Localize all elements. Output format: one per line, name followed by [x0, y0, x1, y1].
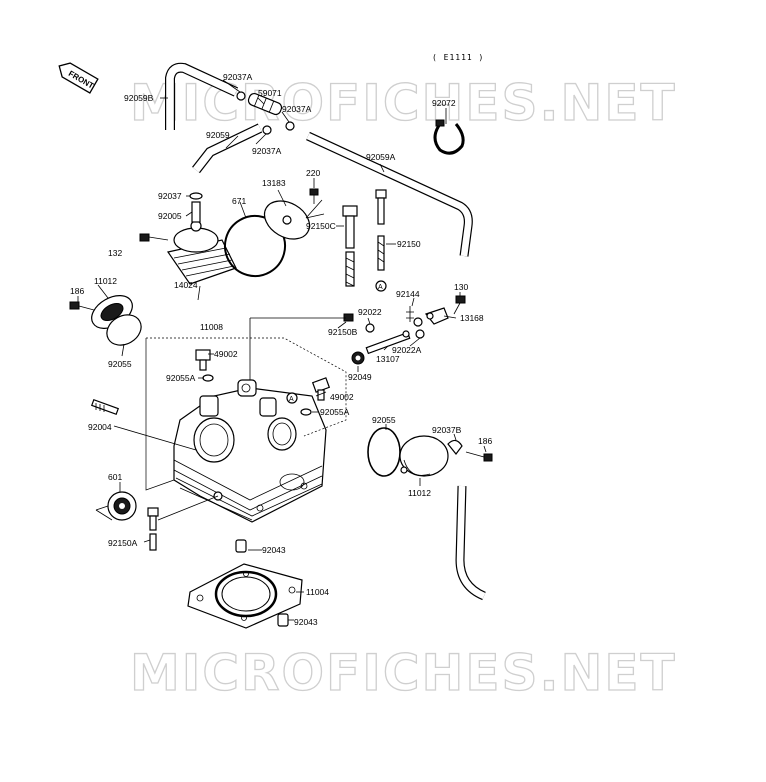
label-186-right: 186: [478, 436, 492, 446]
label-92037a-low: 92037A: [252, 146, 282, 156]
label-186-left: 186: [70, 286, 84, 296]
label-92055a-left: 92055A: [166, 373, 196, 383]
reference-a-marker-lower: [286, 392, 298, 404]
washer-92022: [365, 323, 375, 333]
spring-92144: [406, 306, 414, 322]
fitting-92005: [191, 201, 201, 223]
stud-92150: [375, 189, 387, 271]
oil-seal-601: [107, 491, 137, 521]
clip-92037a-top-icon: [236, 91, 246, 101]
hose-joint-59071: [247, 92, 283, 116]
label-130: 130: [454, 282, 468, 292]
label-49002-right: 49002: [330, 392, 354, 402]
label-92144: 92144: [396, 289, 420, 299]
dowel-pin-92043-upper: [235, 539, 247, 553]
label-220: 220: [306, 168, 320, 178]
drain-hose: [455, 485, 486, 601]
bolt-186-right: [465, 451, 493, 462]
holder-11012-right: [399, 435, 449, 477]
stud-92150a: [147, 507, 159, 551]
shaft-13107: [365, 330, 411, 355]
label-92150c: 92150C: [306, 221, 336, 231]
breather-hose-92059b: [165, 62, 239, 130]
label-92043-upper: 92043: [262, 545, 286, 555]
label-132: 132: [108, 248, 122, 258]
label-601: 601: [108, 472, 122, 482]
label-13168: 13168: [460, 313, 484, 323]
label-92022: 92022: [358, 307, 382, 317]
label-92150: 92150: [397, 239, 421, 249]
front-arrow-icon: FRONT: [58, 62, 99, 94]
label-13107: 13107: [376, 354, 400, 364]
label-11004: 11004: [306, 587, 329, 597]
part-labels: 92037A 92059B 59071 92037A 92059 92037A …: [70, 72, 492, 627]
label-59071: 59071: [258, 88, 282, 98]
o-ring-92055a-left: [202, 374, 214, 382]
breather-hose-92059: [192, 123, 263, 174]
label-92037a-top: 92037A: [223, 72, 253, 82]
label-11012-left: 11012: [94, 276, 117, 286]
gasket-92055-left: [106, 314, 142, 346]
stud-92004: [90, 398, 120, 416]
label-92055a-right: 92055A: [320, 407, 350, 417]
label-14024: 14024: [174, 280, 198, 290]
nipple-49002-right: [311, 377, 331, 401]
bolt-186-left: [69, 301, 95, 311]
cylinder-head-11008: [173, 379, 327, 523]
label-92072: 92072: [432, 98, 456, 108]
diagram-code: ( E1111 ): [432, 53, 484, 62]
stud-92150c: [342, 205, 358, 287]
head-gasket-11004: [187, 563, 303, 629]
clip-92037a-mid-icon: [285, 121, 295, 131]
label-92037a-mid: 92037A: [282, 104, 312, 114]
reference-a-upper: A: [378, 284, 383, 291]
label-92059a: 92059A: [366, 152, 396, 162]
label-92049: 92049: [348, 372, 372, 382]
bolt-130: [453, 295, 466, 315]
label-92059b: 92059B: [124, 93, 154, 103]
bracket-13168: [424, 307, 449, 325]
breather-hose-92059a: [306, 131, 473, 257]
washer-13168-side: [413, 317, 423, 327]
label-92022a: 92022A: [392, 345, 422, 355]
plate-13183: [263, 200, 311, 240]
clip-92037a-low-icon: [262, 125, 272, 135]
label-671: 671: [232, 196, 246, 206]
bolt-92150b: [343, 313, 354, 322]
screw-220: [309, 188, 319, 204]
washer-92022a: [415, 329, 425, 339]
label-92005: 92005: [158, 211, 182, 221]
label-92043-lower: 92043: [294, 617, 318, 627]
reference-a-marker-upper: [375, 280, 387, 292]
breather-cover-14024: [167, 220, 237, 285]
label-92059: 92059: [206, 130, 230, 140]
label-92055-right: 92055: [372, 415, 396, 425]
nipple-49002-left: [195, 349, 211, 371]
leader-lines: [77, 79, 487, 621]
clamp-92037b: [447, 439, 463, 455]
dowel-pin-92043-lower: [277, 613, 289, 627]
reference-a-lower: A: [289, 396, 294, 403]
label-13183: 13183: [262, 178, 286, 188]
label-92037b: 92037B: [432, 425, 462, 435]
band-92072: [433, 119, 465, 155]
label-11008: 11008: [200, 322, 223, 332]
label-11012-right: 11012: [408, 488, 431, 498]
label-49002-left: 49002: [214, 349, 238, 359]
label-92037: 92037: [158, 191, 182, 201]
bolt-132: [139, 233, 169, 242]
label-92150b: 92150B: [328, 327, 358, 337]
clip-92037-icon: [189, 192, 203, 200]
label-92150a: 92150A: [108, 538, 138, 548]
label-92055-left: 92055: [108, 359, 132, 369]
assembly-guides: [145, 317, 347, 491]
label-92004: 92004: [88, 422, 112, 432]
o-ring-92055a-right: [300, 408, 312, 416]
watermark-bottom: MICROFICHES.NET: [130, 644, 677, 702]
gasket-92055-right: [367, 427, 401, 477]
